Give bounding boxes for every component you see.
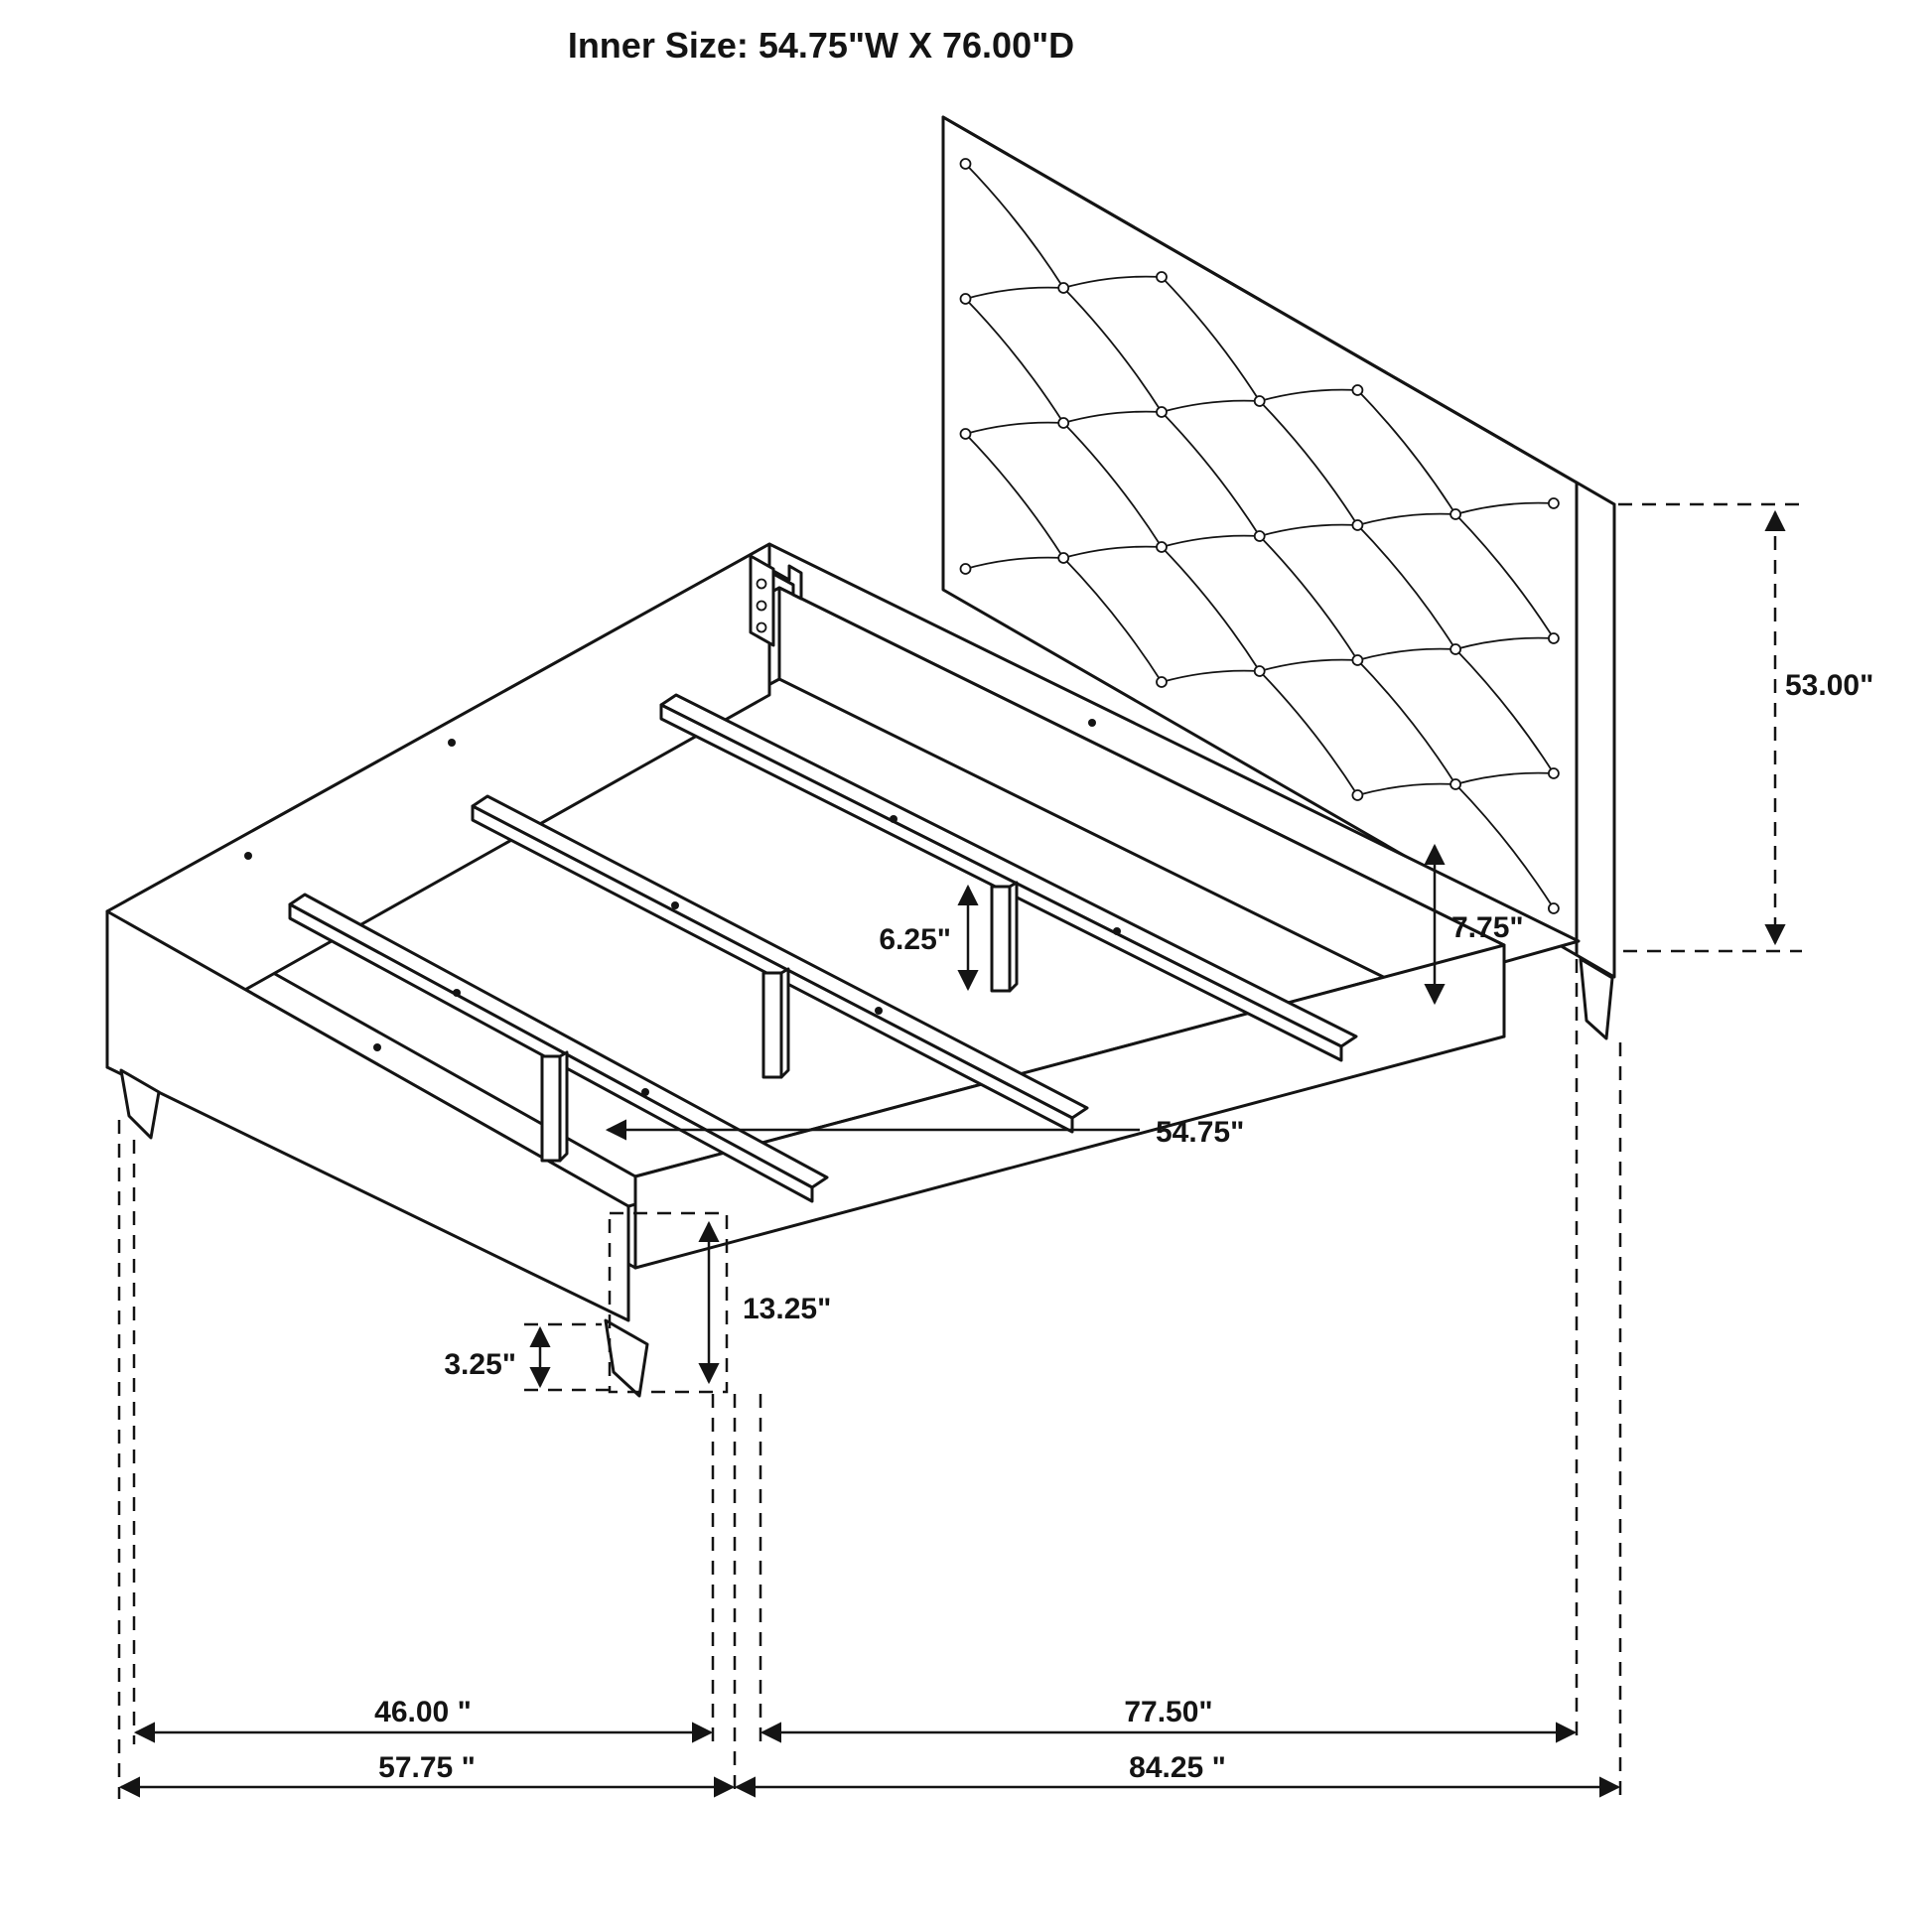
dim-overall-width-label: 57.75 " [378, 1751, 476, 1784]
slat-support-leg [761, 971, 783, 1079]
slat-support-leg [990, 885, 1012, 993]
dim-headboard-height: 53.00" [1618, 502, 1873, 953]
foot-rail-outer-face [105, 909, 630, 1322]
dim-floor-depth: 77.50" [759, 1696, 1578, 1743]
dim-overall-depth: 84.25 " [734, 1751, 1621, 1798]
headboard [941, 115, 1616, 1040]
slat-support-leg-side [1008, 881, 1019, 993]
dimensions: 53.00" 7.75" 6.25" 54.75" 13.25" 3 [117, 502, 1873, 1799]
bed-frame [105, 542, 1581, 1398]
screw-dot [1088, 719, 1096, 727]
dim-overall-depth-label: 84.25 " [1129, 1751, 1226, 1784]
diagram-title: Inner Size: 54.75"W X 76.00"D [568, 25, 1074, 66]
dim-foot-leg-height: 3.25" [444, 1322, 612, 1392]
dim-headboard-height-label: 53.00" [1785, 669, 1873, 702]
slat-edge [471, 804, 1074, 1134]
dim-floor-width-label: 46.00 " [374, 1696, 472, 1728]
slat-system [288, 693, 1358, 1203]
dim-rail-height-label: 7.75" [1451, 911, 1524, 944]
dim-footboard-height: 13.25" [608, 1211, 831, 1394]
foot-right-leg [604, 1318, 649, 1398]
screw-dot [244, 852, 252, 860]
tufting-pattern [959, 158, 1560, 914]
screw-dot [448, 739, 456, 747]
headboard-side-face [1575, 481, 1616, 979]
dim-inner-width-label: 54.75" [1156, 1116, 1244, 1149]
dim-floor-width: 46.00 " [133, 1696, 714, 1743]
dim-support-leg-height-label: 6.25" [879, 923, 951, 956]
headboard-leg [1579, 957, 1614, 1040]
bracket-hook [771, 564, 803, 601]
slat-support-leg-side [558, 1050, 569, 1163]
dim-foot-leg-height-label: 3.25" [444, 1348, 516, 1381]
slat-support-leg-side [779, 967, 790, 1079]
slat-edge [288, 902, 814, 1203]
foot-left-leg [119, 1068, 161, 1140]
dim-floor-depth-label: 77.50" [1124, 1696, 1212, 1728]
projection-lines [117, 959, 1622, 1799]
dim-inner-width: 54.75" [605, 1116, 1244, 1149]
dim-overall-width: 57.75 " [118, 1751, 736, 1798]
screw-dot [373, 1043, 381, 1051]
headboard-bracket [749, 554, 803, 647]
slat-support-leg [540, 1054, 562, 1163]
dim-support-leg-height: 6.25" [879, 884, 979, 992]
dim-rail-height: 7.75" [1424, 843, 1524, 1006]
dim-footboard-height-label: 13.25" [743, 1293, 831, 1325]
